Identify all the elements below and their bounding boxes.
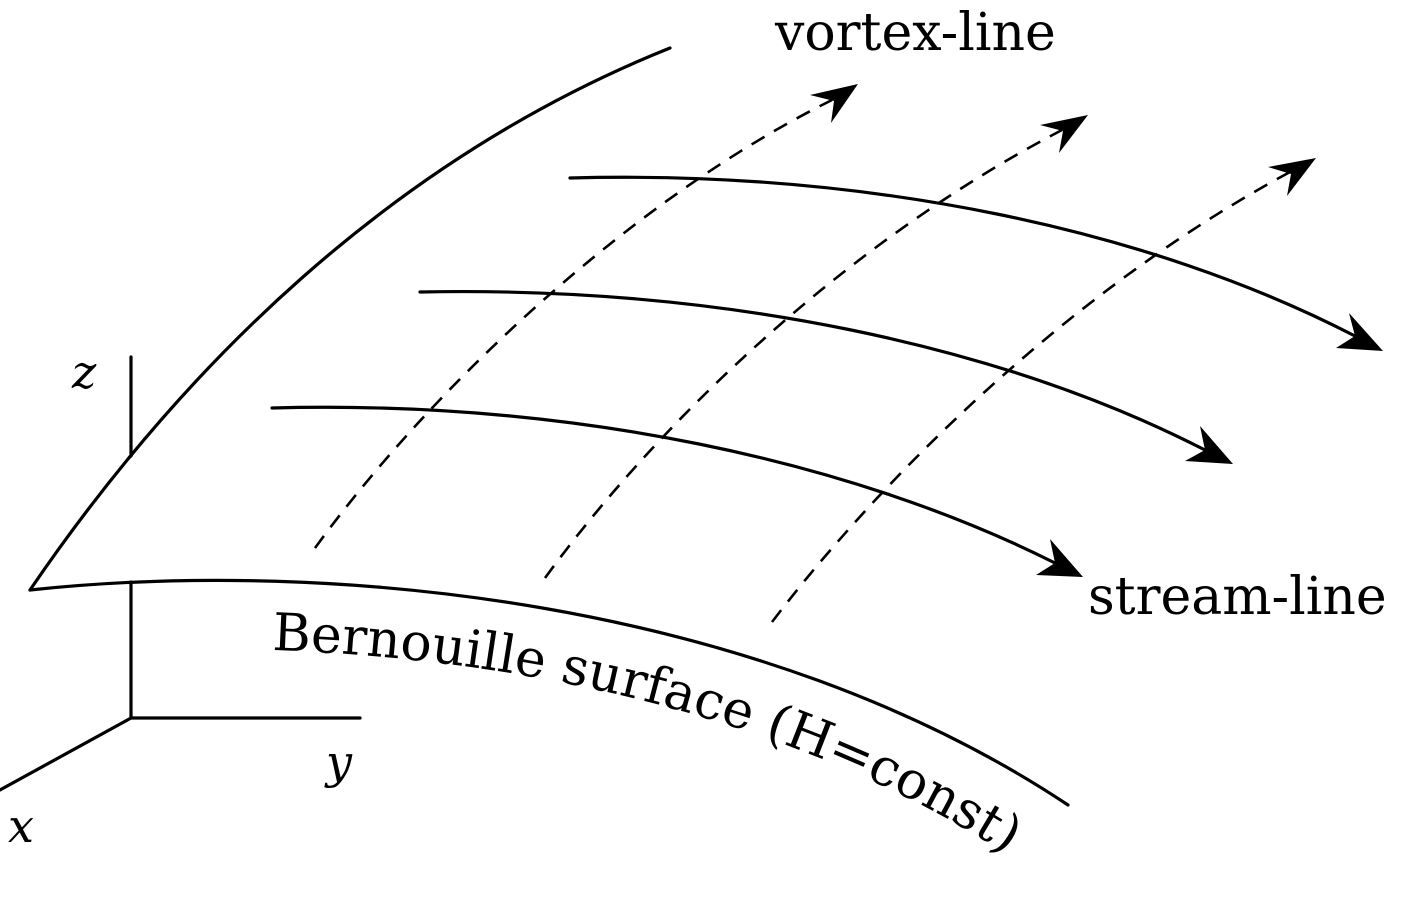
- x-axis: [0, 716, 133, 792]
- surface-bottom-edge: [28, 578, 1070, 807]
- vortex-line-1-arrowhead: [810, 84, 858, 123]
- coordinate-axes: z y x: [0, 345, 362, 853]
- surface-outline: [28, 46, 1070, 807]
- vortex-line-2: [543, 128, 1063, 579]
- y-axis-label: y: [324, 735, 353, 789]
- stream-line-1: [568, 175, 1357, 338]
- vortex-lines: [313, 84, 1316, 623]
- vortex-line-3: [770, 170, 1291, 623]
- stream-line-3-arrowhead: [1036, 539, 1083, 577]
- surface-left-edge: [28, 46, 672, 592]
- stream-line-label: stream-line: [1088, 567, 1387, 627]
- stream-lines: [270, 175, 1383, 577]
- z-axis-label: z: [71, 345, 97, 399]
- vortex-line-3-arrowhead: [1268, 158, 1316, 196]
- stream-line-3: [270, 405, 1057, 565]
- vortex-line-label: vortex-line: [774, 3, 1056, 63]
- x-axis-label: x: [8, 799, 34, 853]
- vortex-line-2-arrowhead: [1040, 115, 1088, 153]
- surface-label-path-text: Bernouille surface (H=const): [271, 603, 1032, 865]
- stream-line-2-arrowhead: [1185, 426, 1233, 464]
- vortex-line-1: [313, 98, 833, 549]
- stream-line-1-arrowhead: [1336, 313, 1383, 351]
- stream-line-2: [418, 290, 1207, 452]
- surface-label: Bernouille surface (H=const): [271, 603, 1032, 865]
